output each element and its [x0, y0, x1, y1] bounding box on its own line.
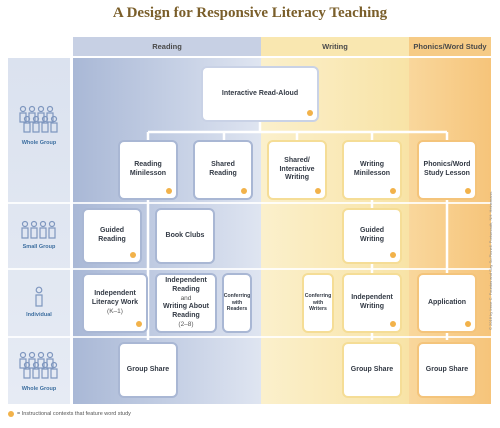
word-study-dot-legend-icon	[8, 411, 14, 417]
row-label-individual: Individual	[26, 312, 52, 318]
group-share-phonics-box: Group Share	[417, 342, 477, 398]
reading-minilesson-box: Reading Minilesson	[118, 140, 178, 200]
interactive-read-aloud-box: Interactive Read-Aloud	[201, 66, 319, 122]
word-study-dot	[390, 188, 396, 194]
legend: = Instructional contexts that feature wo…	[8, 411, 131, 417]
group-share-writing-box: Group Share	[342, 342, 402, 398]
individual-person-icon	[35, 286, 43, 307]
application-box: Application	[417, 273, 477, 333]
copyright-text: © 2018 by Irene C. Fountas and Gay Su Pi…	[488, 190, 493, 330]
independent-writing-box: Independent Writing	[342, 273, 402, 333]
word-study-dot	[390, 321, 396, 327]
word-study-dot	[390, 252, 396, 258]
phonics-word-study-lesson-box: Phonics/Word Study Lesson	[417, 140, 477, 200]
conferring-with-readers-box: Conferring with Readers	[222, 273, 252, 333]
book-clubs-box: Book Clubs	[155, 208, 215, 264]
shared-interactive-writing-box: Shared/ Interactive Writing	[267, 140, 327, 200]
guided-reading-box: Guided Reading	[82, 208, 142, 264]
shared-reading-box: Shared Reading	[193, 140, 253, 200]
word-study-dot	[307, 110, 313, 116]
word-study-dot	[166, 188, 172, 194]
conferring-with-writers-box: Conferring with Writers	[302, 273, 334, 333]
word-study-dot	[465, 321, 471, 327]
independent-reading-box: Independent Reading and Writing About Re…	[155, 273, 217, 333]
word-study-dot	[136, 321, 142, 327]
page-title: A Design for Responsive Literacy Teachin…	[112, 5, 388, 21]
independent-literacy-work-box: Independent Literacy Work (K–1)	[82, 273, 148, 333]
word-study-dot	[241, 188, 247, 194]
column-header-reading: Reading	[73, 37, 261, 56]
group-share-reading-box: Group Share	[118, 342, 178, 398]
label-column-background	[8, 58, 70, 404]
word-study-dot	[465, 188, 471, 194]
word-study-dot	[315, 188, 321, 194]
row-divider	[8, 202, 491, 204]
column-header-writing: Writing	[261, 37, 409, 56]
whole-group-people-icon	[19, 105, 58, 133]
guided-writing-box: Guided Writing	[342, 208, 402, 264]
row-divider	[8, 268, 491, 270]
row-divider	[8, 336, 491, 338]
row-label-small-group: Small Group	[22, 244, 56, 250]
legend-text: = Instructional contexts that feature wo…	[17, 411, 131, 417]
row-label-whole-group: Whole Group	[21, 386, 57, 392]
column-header-phonics: Phonics/Word Study	[409, 37, 491, 56]
row-label-whole-group: Whole Group	[21, 140, 57, 146]
word-study-dot	[130, 252, 136, 258]
whole-group-people-icon	[19, 351, 58, 379]
writing-minilesson-box: Writing Minilesson	[342, 140, 402, 200]
small-group-people-icon	[21, 220, 56, 239]
